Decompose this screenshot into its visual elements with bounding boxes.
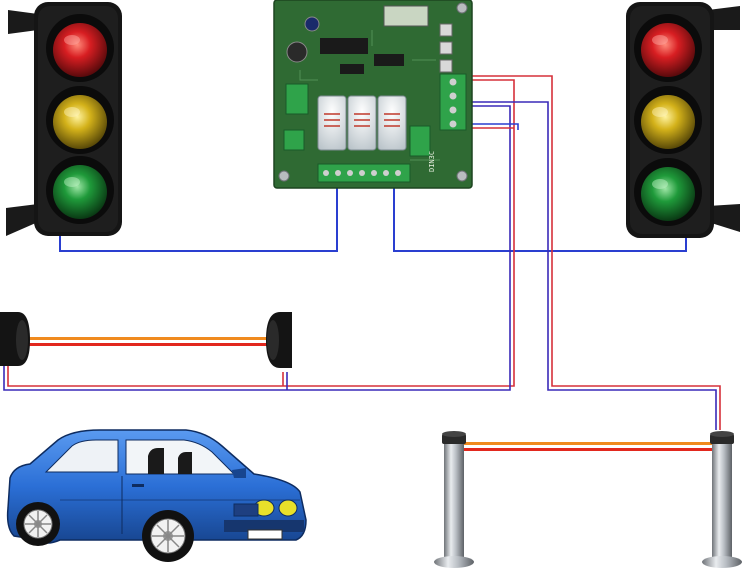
traffic-light-right bbox=[626, 2, 740, 238]
wire-right-light bbox=[393, 188, 687, 252]
lamp-red bbox=[634, 14, 702, 82]
relay bbox=[377, 95, 407, 151]
bollard-beam-red bbox=[462, 448, 714, 451]
bracket-bottom-right bbox=[708, 204, 740, 232]
bracket-top-left bbox=[8, 10, 38, 34]
lamp-green bbox=[634, 158, 702, 226]
wire-left-light bbox=[59, 188, 338, 252]
lamp-red bbox=[46, 14, 114, 82]
bollard-beam-orange bbox=[462, 442, 714, 445]
license-plate bbox=[247, 529, 283, 540]
lamp-yellow bbox=[46, 86, 114, 154]
bollard-right bbox=[702, 431, 742, 568]
board-buttons bbox=[439, 23, 453, 73]
bollard-left bbox=[434, 431, 474, 568]
wire-bollard bbox=[466, 75, 721, 430]
terminal-block-small bbox=[283, 129, 305, 151]
wire-photocell bbox=[3, 79, 515, 391]
terminal-strip-right bbox=[439, 73, 467, 131]
photocell-pair bbox=[0, 312, 292, 368]
lcd-display bbox=[383, 5, 429, 27]
relay bbox=[317, 95, 347, 151]
microcontroller bbox=[320, 38, 368, 54]
wiring bbox=[3, 75, 721, 430]
terminal-block-mid bbox=[409, 125, 431, 157]
terminal-block-left bbox=[285, 83, 309, 115]
relay-bank bbox=[317, 95, 407, 151]
capacitor bbox=[304, 16, 320, 32]
photocell-left bbox=[0, 312, 30, 366]
photocell-right bbox=[266, 312, 292, 368]
controller-board: DIN3C bbox=[273, 0, 473, 189]
terminal-strip-bottom bbox=[317, 163, 411, 183]
board-marking: DIN3C bbox=[428, 151, 436, 172]
car-window-rear bbox=[44, 439, 119, 473]
car bbox=[6, 429, 307, 562]
capacitor bbox=[286, 41, 308, 63]
car-grille bbox=[233, 503, 259, 517]
photocell-beam-red bbox=[28, 343, 268, 346]
photocell-beam-orange bbox=[28, 337, 268, 340]
car-headlight bbox=[278, 499, 298, 517]
bracket-bottom-left bbox=[6, 204, 38, 236]
car-wheel-rear bbox=[16, 502, 60, 546]
relay bbox=[347, 95, 377, 151]
car-wheel-front bbox=[142, 510, 194, 562]
bracket-top-right bbox=[708, 6, 740, 30]
bollard-pair bbox=[434, 431, 742, 568]
lamp-green bbox=[46, 156, 114, 224]
traffic-light-left bbox=[6, 2, 122, 236]
lamp-yellow bbox=[634, 86, 702, 154]
